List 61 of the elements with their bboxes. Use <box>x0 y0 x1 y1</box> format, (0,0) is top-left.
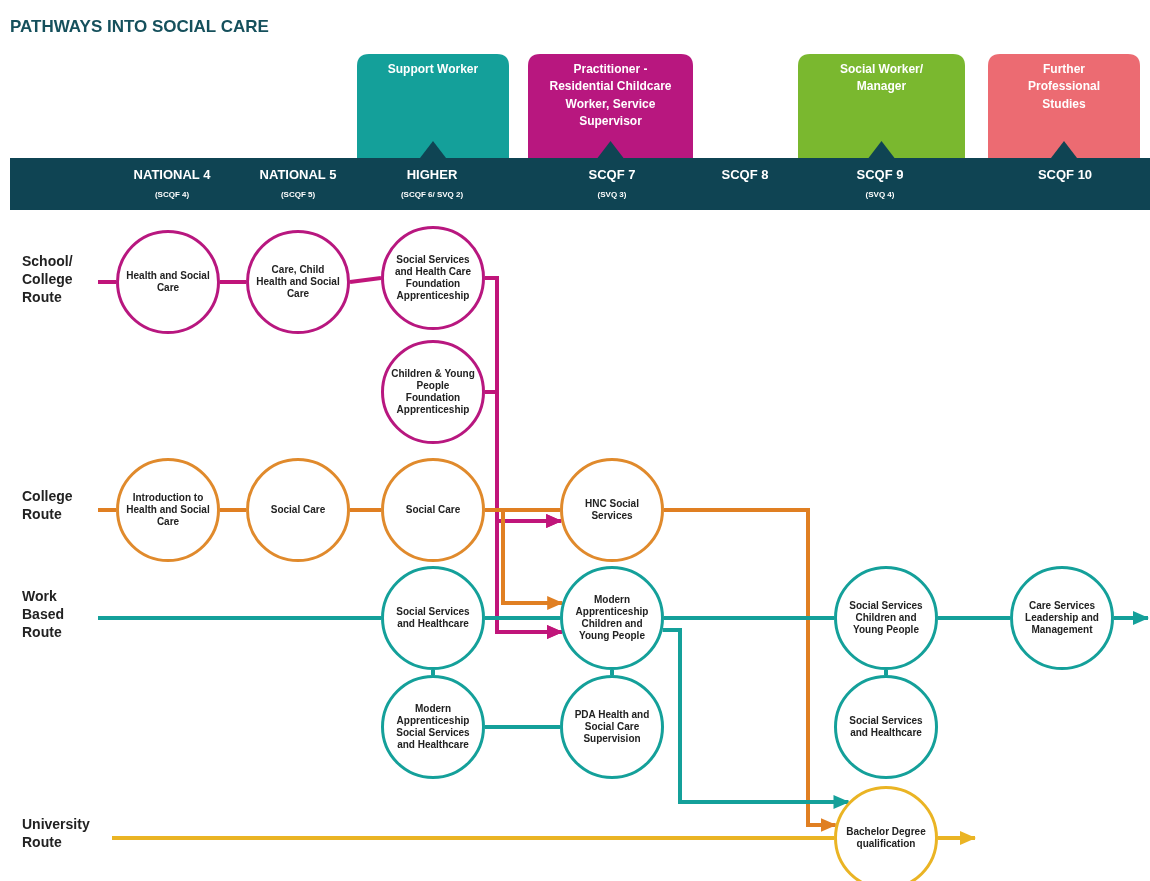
course-name: Care Services Leadership and Management <box>1024 599 1100 637</box>
connector-line <box>610 670 614 675</box>
level-sublabel: (SCQF 6/ SVQ 2) <box>400 190 464 199</box>
route-label: Work Based Route <box>22 587 66 642</box>
level-label: NATIONAL 5 <box>259 167 337 182</box>
course-name: Bachelor Degree qualification <box>845 825 927 851</box>
role-tab <box>357 54 509 158</box>
level-sublabel: (SCQF 4) <box>154 190 190 199</box>
role-title: Further Professional Studies <box>1027 61 1101 113</box>
connector-line <box>431 670 435 675</box>
course-name: Social Services and Health Care Foundation Apprenticeship <box>393 253 473 303</box>
level-sublabel: (SVQ 4) <box>865 190 895 199</box>
course-name: Health and Social Care <box>126 269 210 295</box>
connector-line <box>98 616 381 620</box>
arrow <box>485 508 564 610</box>
arrow <box>938 831 976 845</box>
course-name: Introduction to Health and Social Care <box>126 491 210 529</box>
route-label: University Route <box>22 815 91 852</box>
connector-line <box>220 280 246 284</box>
role-title: Social Worker/ Manager <box>838 61 925 96</box>
course-name: Social Services Children and Young People <box>848 599 924 637</box>
course-name: Social Care <box>270 503 326 517</box>
course-name: Modern Apprenticeship Social Services and Healthcare <box>395 702 471 752</box>
role-tab <box>988 54 1140 158</box>
route-label: School/ College Route <box>22 252 74 307</box>
course-name: Care, Child Health and Social Care <box>256 263 340 301</box>
diagram-title: PATHWAYS INTO SOCIAL CARE <box>10 17 269 37</box>
role-tab <box>798 54 965 158</box>
level-label: SCQF 8 <box>721 167 769 182</box>
connector-line <box>220 508 246 512</box>
level-sublabel: (SCQF 5) <box>280 190 316 199</box>
route-label: College Route <box>22 487 74 524</box>
connector-line <box>664 616 834 620</box>
role-tab <box>528 54 693 158</box>
connector-line <box>349 276 382 284</box>
level-label: NATIONAL 4 <box>133 167 211 182</box>
level-label: SCQF 7 <box>588 167 636 182</box>
connector-line <box>884 670 888 675</box>
level-label: SCQF 9 <box>856 167 904 182</box>
role-title: Support Worker <box>386 61 480 78</box>
role-title: Practitioner - Residential Childcare Worker, Service Supervisor <box>548 61 673 131</box>
connector-line <box>98 508 116 512</box>
level-label: SCQF 10 <box>1037 167 1093 182</box>
level-label: HIGHER <box>406 167 458 182</box>
course-name: Social Services and Healthcare <box>395 605 471 631</box>
connector-line <box>350 508 381 512</box>
course-name: Modern Apprenticeship Children and Young People <box>574 593 650 643</box>
connector-line <box>485 725 560 729</box>
course-name: Social Services and Healthcare <box>848 714 924 740</box>
level-sublabel: (SVQ 3) <box>597 190 627 199</box>
course-name: PDA Health and Social Care Supervision <box>573 708 651 746</box>
course-name: Social Care <box>405 503 461 517</box>
arrow <box>662 628 850 809</box>
connector-line <box>112 836 834 840</box>
course-name: Children & Young People Foundation Apprenticeship <box>391 367 475 417</box>
connector-line <box>98 280 116 284</box>
connector-line <box>485 616 560 620</box>
arrow <box>664 508 837 832</box>
arrow <box>1114 611 1149 625</box>
connector-line <box>938 616 1010 620</box>
course-name: HNC Social Services <box>584 497 640 523</box>
